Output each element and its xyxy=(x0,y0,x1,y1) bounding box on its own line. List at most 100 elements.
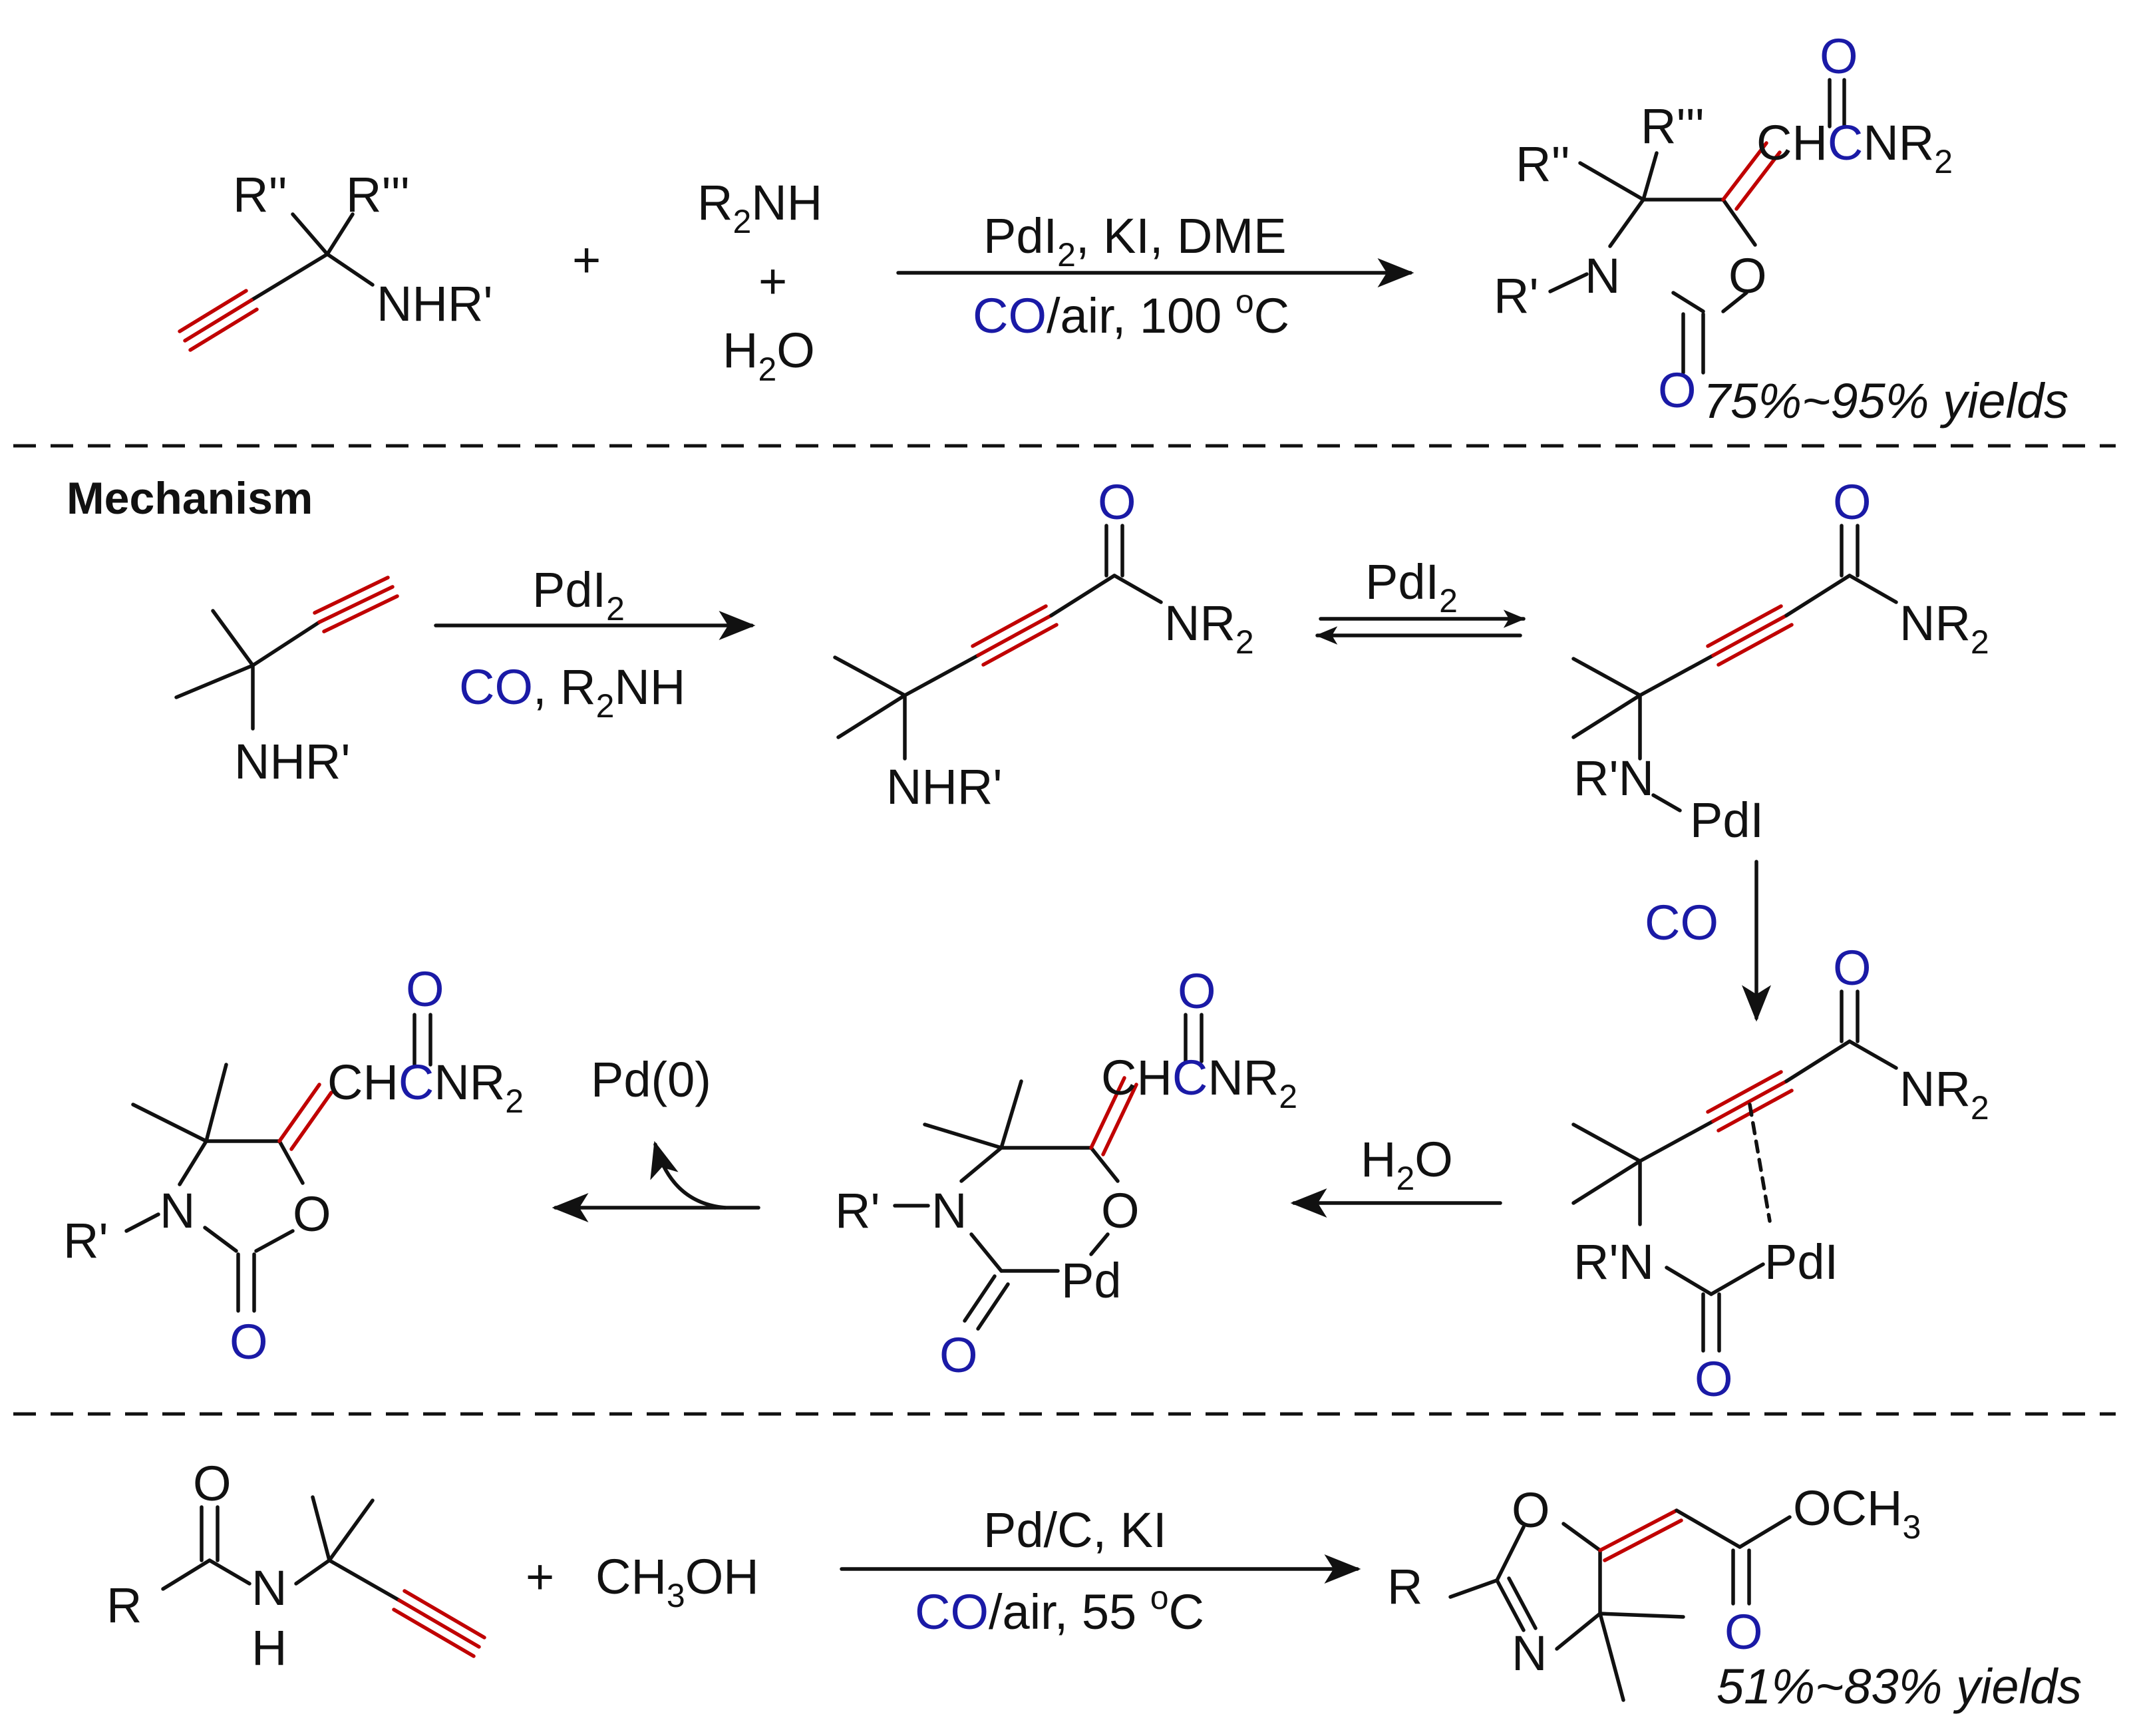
acyl-pd-carbonyl-o: O xyxy=(1695,1351,1733,1407)
palladacycle-ch: CH xyxy=(1101,1050,1172,1105)
scheme3-plus: + xyxy=(526,1549,554,1604)
step1-pdi2: PdI xyxy=(532,562,606,617)
scheme3-ester-o: O xyxy=(1724,1604,1763,1659)
svg-text:OCH3: OCH3 xyxy=(1793,1480,1921,1546)
svg-text:CHCNR2: CHCNR2 xyxy=(327,1055,524,1120)
svg-text:PdI2: PdI2 xyxy=(532,562,625,627)
acyl-pd-nr2: NR xyxy=(1899,1061,1971,1117)
plus-sign-2: + xyxy=(758,254,787,309)
product-ring-o: O xyxy=(1728,248,1767,303)
palladacycle-carbonyl-o: O xyxy=(939,1327,978,1383)
scheme3-yield: 51%~83% yields xyxy=(1717,1659,2082,1714)
svg-text:NR2: NR2 xyxy=(1899,1061,1989,1127)
methanol: CH xyxy=(595,1549,667,1604)
co-label: CO xyxy=(973,288,1047,343)
scheme3-conditions-top: Pd/C, KI xyxy=(983,1502,1167,1558)
plus-sign: + xyxy=(572,232,601,287)
r-double-prime-label: R'' xyxy=(233,167,287,222)
reagent-r2: R xyxy=(697,175,733,230)
pd-amide-rn: R'N xyxy=(1573,751,1654,806)
mech-product-carbonyl-o: O xyxy=(230,1314,268,1369)
mechanism-heading: Mechanism xyxy=(67,473,313,524)
scheme3-n: N xyxy=(251,1560,287,1616)
svg-text:CH3OH: CH3OH xyxy=(595,1549,759,1614)
mech-product-amide-o: O xyxy=(406,961,444,1017)
scheme3-ring-n: N xyxy=(1512,1626,1547,1681)
start-nhr: NHR' xyxy=(234,734,350,789)
mech-step1-arrow: PdI2 CO, R2NH xyxy=(434,562,756,725)
scheme3-reaction-arrow: Pd/C, KI CO/air, 55 oC xyxy=(840,1502,1361,1640)
mech-palladacycle: O CHCNR2 R' N O Pd O xyxy=(835,963,1297,1383)
svg-text:CHCNR2: CHCNR2 xyxy=(1756,115,1953,180)
scheme3-och3: OCH xyxy=(1793,1480,1902,1536)
scheme1-reaction-arrow: PdI2, KI, DME CO/air, 100 oC xyxy=(896,208,1414,343)
water-h: H xyxy=(723,323,758,378)
mech-pd-amide: O NR2 R'N PdI xyxy=(1571,474,1989,848)
pd-amide-o: O xyxy=(1833,474,1872,530)
scheme3-amide-o: O xyxy=(193,1456,232,1511)
palladacycle-r1: R' xyxy=(835,1183,880,1238)
mech-equilibrium-arrow: PdI2 xyxy=(1315,554,1526,645)
palladacycle-ring-o: O xyxy=(1101,1183,1140,1238)
svg-text:CO/air, 55 oC: CO/air, 55 oC xyxy=(915,1579,1204,1640)
product-r2-label: R'' xyxy=(1516,136,1570,192)
product-r3-label: R''' xyxy=(1641,98,1705,154)
scheme3-ring-o: O xyxy=(1512,1482,1550,1538)
scheme3-r: R xyxy=(106,1578,142,1633)
pd-amide-nr2: NR xyxy=(1899,596,1971,651)
pd-amide-pdi: PdI xyxy=(1690,792,1764,848)
mech-product: O CHCNR2 R' N O O xyxy=(63,961,524,1369)
step1-co: CO xyxy=(459,659,533,715)
scheme3-propargylamide: R O N H xyxy=(106,1456,486,1675)
eq-pdi2: PdI xyxy=(1365,554,1439,609)
scheme3-product-r: R xyxy=(1387,1559,1422,1614)
amine-group-label: NHR' xyxy=(377,276,492,331)
ynamide-nr2: NR xyxy=(1164,596,1235,651)
ynamide-nhr: NHR' xyxy=(886,759,1002,814)
svg-text:NR2: NR2 xyxy=(1899,596,1989,661)
mech-ynamide: O NR2 NHR' xyxy=(833,474,1254,814)
scheme3-h: H xyxy=(251,1620,287,1675)
product-n-label: N xyxy=(1585,248,1620,303)
mech-product-ch: CH xyxy=(327,1055,399,1110)
product-r1-label: R' xyxy=(1494,268,1539,323)
mech-reductive-elimination-arrow: Pd(0) xyxy=(552,1052,760,1222)
mech-product-ring-o: O xyxy=(293,1186,331,1242)
palladacycle-n: N xyxy=(931,1183,967,1238)
scheme1-propargylamine: R'' R''' NHR' xyxy=(178,167,492,352)
ynamide-o: O xyxy=(1098,474,1136,530)
mech-start-material: NHR' xyxy=(174,576,399,789)
scheme3-product-oxazoline: R O N O OCH3 xyxy=(1387,1480,1921,1702)
svg-text:PdI2, KI, DME: PdI2, KI, DME xyxy=(983,208,1287,273)
palladacycle-pd: Pd xyxy=(1061,1253,1122,1308)
svg-text:H2O: H2O xyxy=(1361,1132,1453,1197)
svg-text:CO, R2NH: CO, R2NH xyxy=(459,659,685,725)
scheme1-product-oxazolidinone: R'' R''' R' N O O O CHCNR2 xyxy=(1494,29,1953,418)
r-triple-prime-label: R''' xyxy=(346,167,410,222)
product-ch: CH xyxy=(1756,115,1828,170)
mech-co-insertion-arrow: CO xyxy=(1645,860,1771,1022)
h2o-label: H xyxy=(1361,1132,1396,1187)
svg-text:PdI2: PdI2 xyxy=(1365,554,1458,619)
acyl-pd-rn: R'N xyxy=(1573,1234,1654,1290)
product-carbonyl-o: O xyxy=(1658,363,1697,418)
svg-text:CO/air, 100 oC: CO/air, 100 oC xyxy=(973,283,1289,343)
reagent-amine-water: R2NH + H2O xyxy=(697,175,822,388)
scheme1-yield: 75%~95% yields xyxy=(1703,373,2068,429)
mech-h2o-arrow: H2O xyxy=(1290,1132,1502,1218)
svg-text:CHCNR2: CHCNR2 xyxy=(1101,1050,1297,1115)
mech-product-n: N xyxy=(160,1183,195,1238)
product-amide-o: O xyxy=(1820,29,1858,84)
mech-acyl-pd: O NR2 R'N PdI O xyxy=(1571,940,1989,1407)
palladacycle-amide-o: O xyxy=(1178,963,1216,1019)
scheme3-co: CO xyxy=(915,1584,989,1640)
svg-text:H2O: H2O xyxy=(723,323,815,388)
co-insertion-label: CO xyxy=(1645,895,1719,950)
mech-product-r1: R' xyxy=(63,1213,108,1268)
acyl-pd-pdi: PdI xyxy=(1764,1234,1838,1290)
svg-text:NR2: NR2 xyxy=(1164,596,1254,661)
acyl-pd-amide-o: O xyxy=(1833,940,1872,995)
svg-text:R2NH: R2NH xyxy=(697,175,822,240)
pd0-label: Pd(0) xyxy=(591,1052,711,1107)
